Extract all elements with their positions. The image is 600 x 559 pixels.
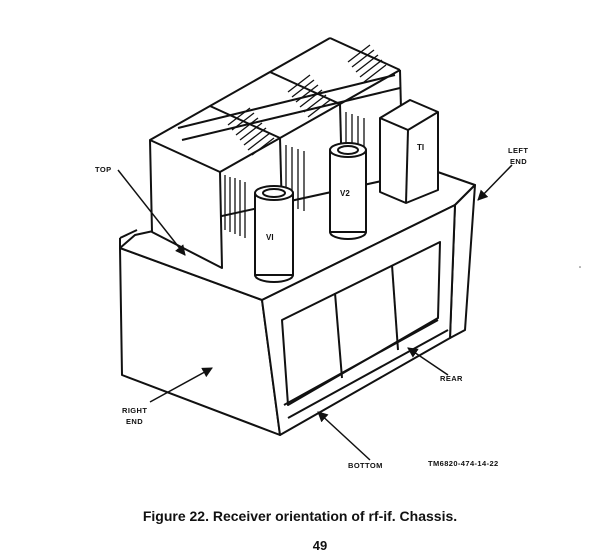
drawing-number: TM6820-474-14-22	[428, 459, 499, 468]
tube-v1	[254, 185, 294, 283]
left-end-callout-line2: END	[510, 157, 527, 166]
transformer-t1	[379, 99, 439, 204]
bottom-leader	[317, 411, 371, 461]
right-end-callout-line2: END	[126, 417, 143, 426]
page-number: 49	[312, 538, 328, 553]
tube-v2-label: V2	[340, 189, 350, 198]
right-end-callout-line1: RIGHT	[122, 406, 147, 415]
scan-speck	[579, 266, 581, 268]
chassis-illustration: VI V2 TI TOP LEFT END RIGHT END REAR BOT…	[95, 37, 581, 470]
left-end-leader	[477, 164, 513, 201]
figure-caption: Figure 22. Receiver orientation of rf-if…	[142, 508, 458, 524]
top-leader	[117, 169, 186, 256]
transformer-t1-label: TI	[417, 143, 424, 152]
rear-leader	[407, 347, 449, 376]
bottom-callout: BOTTOM	[348, 461, 383, 470]
rear-callout: REAR	[440, 374, 463, 383]
top-callout: TOP	[95, 165, 111, 174]
tube-v2	[329, 142, 367, 240]
tube-v1-label: VI	[266, 233, 274, 242]
chassis-box	[119, 169, 476, 436]
right-end-leader	[149, 367, 213, 403]
left-end-callout-line1: LEFT	[508, 146, 528, 155]
